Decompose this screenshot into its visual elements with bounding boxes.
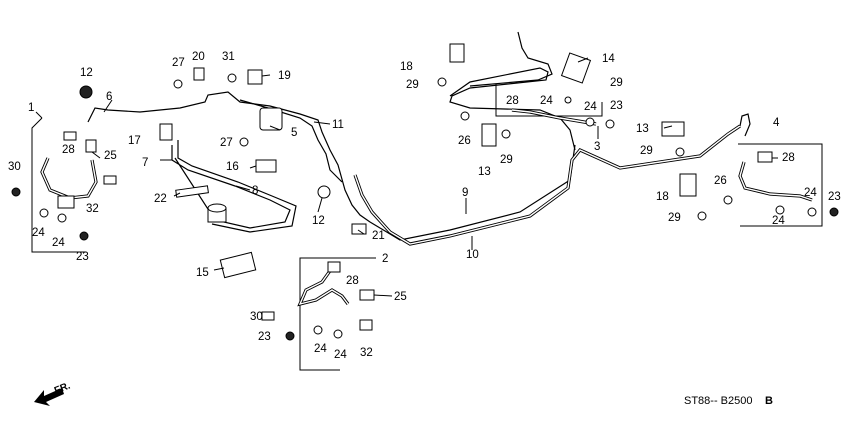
callout-24b: 24	[52, 237, 65, 249]
callout-16: 16	[226, 161, 239, 173]
callout-23d: 23	[828, 191, 841, 203]
callout-23c: 23	[610, 100, 623, 112]
callout-30b: 30	[250, 311, 263, 323]
callout-24e: 24	[540, 95, 553, 107]
callout-21: 21	[372, 230, 385, 242]
front-arrow-icon	[34, 388, 64, 406]
callout-32b: 32	[360, 347, 373, 359]
callout-26a: 26	[458, 135, 471, 147]
callout-29b: 29	[500, 154, 513, 166]
callout-28a: 28	[62, 144, 75, 156]
right-hose-assembly	[661, 121, 839, 227]
callout-25a: 25	[104, 150, 117, 162]
callout-8: 8	[252, 185, 258, 197]
callout-19: 19	[278, 70, 291, 82]
callout-4: 4	[773, 117, 780, 129]
callout-20: 20	[192, 51, 205, 63]
callout-31: 31	[222, 51, 235, 63]
callout-10: 10	[466, 249, 479, 261]
front-arrow-label: FR.	[53, 380, 72, 396]
brake-pipes	[87, 31, 751, 246]
callout-24f: 24	[584, 101, 597, 113]
callout-29e: 29	[668, 212, 681, 224]
callout-6: 6	[106, 91, 112, 103]
callout-29d: 29	[640, 145, 653, 157]
callout-24d: 24	[334, 349, 347, 361]
leader-lines	[35, 57, 778, 297]
callout-15: 15	[196, 267, 209, 279]
callout-11: 11	[332, 119, 344, 131]
left-hose-assembly	[11, 85, 117, 253]
callout-27a: 27	[172, 57, 185, 69]
callout-1: 1	[28, 102, 34, 114]
callout-28b: 28	[346, 275, 359, 287]
callout-9: 9	[462, 187, 468, 199]
center-left-parts	[159, 67, 367, 279]
callout-23b: 23	[258, 331, 271, 343]
callout-13b: 13	[636, 123, 649, 135]
callout-18b: 18	[656, 191, 669, 203]
front-arrow: FR.	[34, 380, 72, 406]
callout-24h: 24	[772, 215, 785, 227]
callout-28c: 28	[506, 95, 519, 107]
reference-code-text: ST88-- B2500	[684, 395, 752, 407]
callout-23a: 23	[76, 251, 89, 263]
callout-27b: 27	[220, 137, 233, 149]
callout-26b: 26	[714, 175, 727, 187]
reference-code-suffix: B	[765, 395, 773, 407]
callout-25b: 25	[394, 291, 407, 303]
callout-2: 2	[382, 253, 388, 265]
callout-7: 7	[142, 157, 148, 169]
upper-right-parts	[437, 43, 615, 147]
callouts: 1 2 3 4 5 6 7 8 9 10 11 12 12 13 13 14 1…	[8, 51, 841, 361]
callout-5: 5	[291, 127, 297, 139]
callout-28d: 28	[782, 152, 795, 164]
callout-24a: 24	[32, 227, 45, 239]
callout-24c: 24	[314, 343, 327, 355]
callout-12a: 12	[80, 67, 93, 79]
callout-29a: 29	[406, 79, 419, 91]
reference-code: ST88-- B2500 B	[684, 395, 773, 407]
callout-30a: 30	[8, 161, 21, 173]
callout-22: 22	[154, 193, 167, 205]
callout-18a: 18	[400, 61, 413, 73]
callout-24g: 24	[804, 187, 817, 199]
callout-29c: 29	[610, 77, 623, 89]
callout-3: 3	[594, 141, 600, 153]
callout-12b: 12	[312, 215, 325, 227]
callout-32a: 32	[86, 203, 99, 215]
callout-13a: 13	[478, 166, 491, 178]
center-hose-assembly	[261, 257, 375, 371]
callout-17: 17	[128, 135, 141, 147]
callout-14: 14	[602, 53, 615, 65]
